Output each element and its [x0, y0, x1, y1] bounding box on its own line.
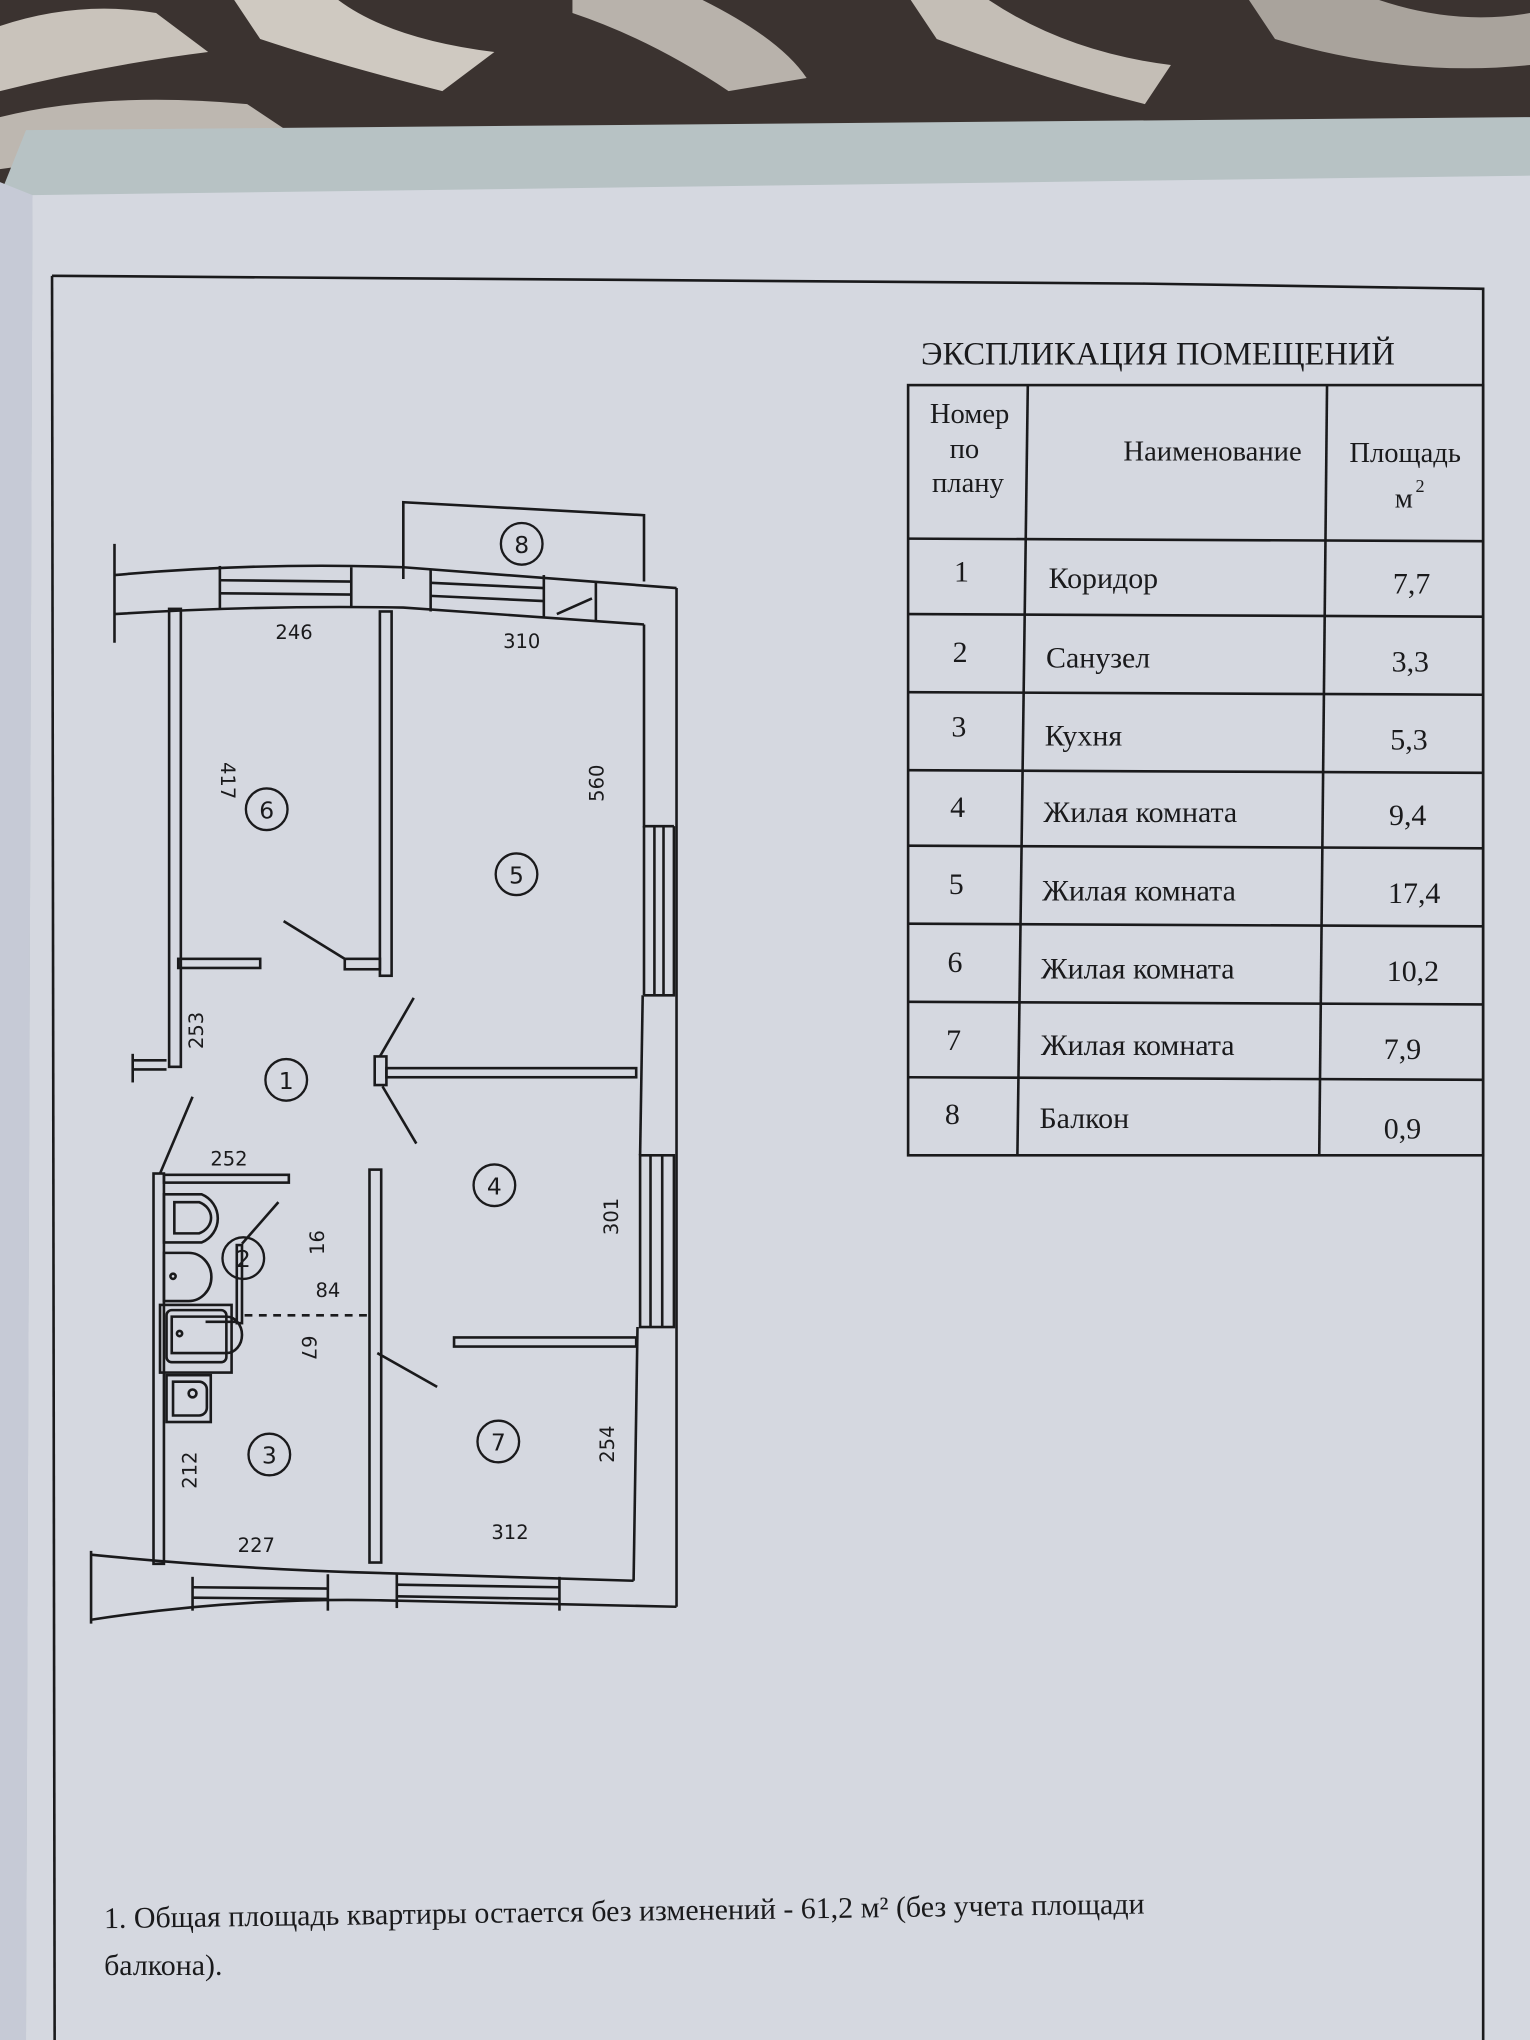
dim-212: 212 [178, 1452, 201, 1489]
room-marker-2: 2 [236, 1245, 251, 1273]
svg-text:Жилая комната: Жилая комната [1042, 874, 1236, 907]
dim-246: 246 [275, 621, 312, 644]
balcony [402, 500, 646, 582]
wall-room-6-left [167, 607, 183, 1069]
table-row: 3 Кухня 5,3 [951, 710, 1427, 756]
svg-text:Жилая комната: Жилая комната [1041, 1029, 1235, 1062]
svg-text:1: 1 [954, 556, 969, 589]
svg-text:Кухня: Кухня [1045, 719, 1123, 752]
dim-417: 417 [216, 762, 239, 799]
dim-67: 67 [297, 1335, 320, 1360]
svg-text:2: 2 [953, 636, 968, 669]
dim-252: 252 [210, 1148, 247, 1171]
svg-text:7,9: 7,9 [1384, 1033, 1421, 1066]
table-row: 2 Санузел 3,3 [953, 636, 1429, 678]
room-marker-7: 7 [491, 1429, 506, 1457]
svg-text:4: 4 [950, 791, 965, 824]
svg-text:Балкон: Балкон [1040, 1102, 1130, 1135]
svg-text:3: 3 [951, 710, 966, 743]
svg-text:9,4: 9,4 [1389, 799, 1426, 832]
svg-text:17,4: 17,4 [1388, 877, 1440, 910]
svg-text:Коридор: Коридор [1049, 562, 1159, 595]
svg-text:7: 7 [946, 1024, 961, 1057]
dim-310: 310 [503, 630, 540, 653]
svg-text:Санузел: Санузел [1046, 641, 1150, 674]
paper [26, 175, 1530, 2040]
table-row: 7 Жилая комната 7,9 [946, 1024, 1421, 1066]
svg-text:7,7: 7,7 [1393, 567, 1430, 600]
svg-text:10,2: 10,2 [1387, 955, 1439, 988]
room-marker-1: 1 [279, 1067, 294, 1095]
room-marker-4: 4 [487, 1172, 502, 1200]
explication-table: ЭКСПЛИКАЦИЯ ПОМЕЩЕНИЙ Номер по плану Наи… [906, 336, 1485, 1157]
table-row: 4 Жилая комната 9,4 [950, 791, 1426, 832]
table-row: 5 Жилая комната 17,4 [949, 868, 1441, 910]
floor-plan [89, 500, 678, 1624]
svg-text:Жилая комната: Жилая комната [1043, 796, 1237, 829]
room-marker-5: 5 [509, 861, 524, 889]
dim-254: 254 [596, 1426, 619, 1463]
dim-253: 253 [185, 1012, 208, 1049]
header-area-exp: 2 [1416, 476, 1425, 496]
dim-301: 301 [600, 1198, 623, 1235]
svg-text:6: 6 [947, 946, 962, 979]
table-title: ЭКСПЛИКАЦИЯ ПОМЕЩЕНИЙ [921, 336, 1395, 372]
table-row: 8 Балкон 0,9 [945, 1098, 1421, 1145]
header-area-unit: м [1395, 482, 1413, 514]
page-frame [52, 274, 1485, 2040]
svg-text:0,9: 0,9 [1384, 1112, 1421, 1145]
dim-16: 16 [306, 1230, 329, 1255]
dim-312: 312 [491, 1521, 528, 1544]
header-number: Номер по плану [930, 398, 1017, 499]
room-marker-6: 6 [259, 796, 274, 824]
header-name: Наименование [1123, 436, 1301, 468]
svg-text:5: 5 [949, 868, 964, 901]
dim-84: 84 [315, 1279, 340, 1302]
table-row: 1 Коридор 7,7 [954, 556, 1430, 601]
room-marker-3: 3 [262, 1442, 277, 1470]
dim-227: 227 [238, 1534, 275, 1557]
table-row: 6 Жилая комната 10,2 [947, 946, 1439, 988]
header-area: Площадь [1349, 437, 1461, 469]
svg-text:8: 8 [945, 1098, 960, 1131]
svg-text:5,3: 5,3 [1390, 723, 1427, 756]
room-marker-8: 8 [514, 531, 529, 559]
svg-text:3,3: 3,3 [1392, 645, 1429, 678]
svg-text:Жилая комната: Жилая комната [1041, 952, 1235, 985]
dim-560: 560 [586, 765, 609, 802]
svg-text:балкона).: балкона). [104, 1949, 222, 1982]
